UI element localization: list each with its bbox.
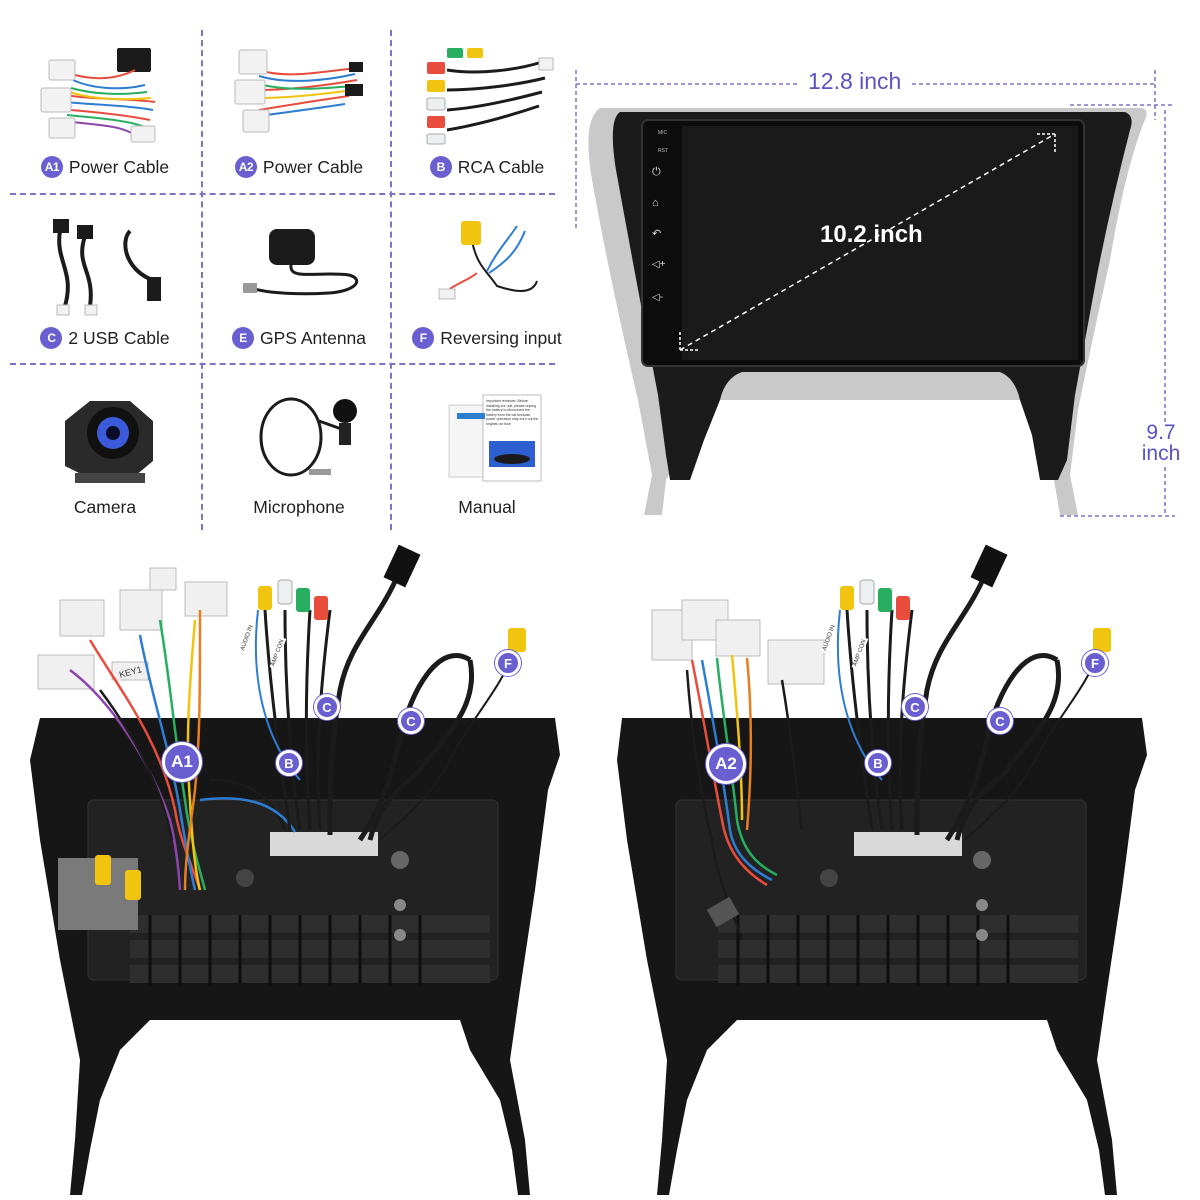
accessory-usb-cable: C 2 USB Cable — [10, 203, 200, 373]
accessory-grid: A1 Power Cable A2 Power Cable — [0, 0, 570, 535]
badge-icon: B — [429, 156, 452, 178]
accessory-label: Camera — [73, 497, 137, 517]
badge-icon: A1 — [40, 156, 63, 178]
marker-a2: A2 — [706, 744, 746, 784]
badge-icon: A2 — [234, 156, 257, 178]
badge-icon: E — [231, 327, 254, 349]
microphone-image — [259, 397, 357, 477]
dimension-diagram: MIC RST ⏻ ⌂ ↶ ◁+ ◁- 12.8 inch 10.2 inch … — [570, 60, 1200, 535]
accessory-power-cable-a1: A1 Power Cable — [10, 32, 200, 202]
width-dimension: 12.8 inch — [800, 68, 910, 95]
marker-c: C — [314, 694, 340, 720]
wiring-diagram-right: AUDIO IN AMP CON A2 B C C F — [592, 540, 1182, 1200]
badge-icon: F — [412, 327, 435, 349]
marker-a1: A1 — [162, 742, 202, 782]
accessory-label: B RCA Cable — [392, 156, 582, 178]
badge-icon: C — [40, 327, 63, 349]
accessory-camera: Camera — [10, 373, 200, 543]
accessory-rca-cable: B RCA Cable — [392, 32, 582, 202]
reversing-input-image — [438, 221, 538, 300]
camera-image — [65, 401, 153, 483]
accessory-label: F Reversing input — [392, 327, 582, 349]
rst-label: RST — [658, 148, 668, 154]
height-dimension: 9.7 inch — [1126, 422, 1196, 464]
power-cable-image — [234, 49, 363, 133]
grid-divider — [10, 363, 555, 365]
manual-note: Important reminder: Before installing ou… — [486, 399, 539, 426]
diagonal-dimension: 10.2 inch — [820, 221, 923, 248]
usb-cable-image — [53, 219, 161, 316]
gps-antenna-image — [243, 229, 359, 296]
accessory-power-cable-a2: A2 Power Cable — [204, 32, 394, 202]
accessory-label: A1 Power Cable — [10, 156, 200, 178]
accessory-label: Microphone — [253, 497, 345, 517]
manual-image — [448, 394, 542, 482]
rca-cable-image — [426, 48, 554, 145]
accessory-label: A2 Power Cable — [204, 156, 394, 178]
power-icon[interactable]: ⏻ — [652, 166, 661, 178]
grid-divider — [390, 30, 392, 530]
accessory-microphone: Microphone — [204, 373, 394, 543]
accessory-label: C 2 USB Cable — [10, 327, 200, 349]
volume-down-icon[interactable]: ◁- — [652, 292, 664, 303]
accessory-manual: Important reminder: Before installing ou… — [392, 373, 582, 543]
grid-divider — [10, 193, 555, 195]
accessory-label: Manual — [458, 497, 516, 517]
power-cable-image — [40, 48, 156, 143]
marker-c: C — [902, 694, 928, 720]
accessory-label: E GPS Antenna — [204, 327, 394, 349]
home-icon[interactable]: ⌂ — [652, 197, 659, 209]
marker-c: C — [987, 708, 1013, 734]
wiring-image — [30, 544, 560, 1195]
marker-f: F — [495, 650, 521, 676]
accessory-reversing-input: F Reversing input — [392, 203, 582, 373]
mic-label: MIC — [658, 130, 668, 136]
grid-divider — [201, 30, 203, 530]
marker-f: F — [1082, 650, 1108, 676]
accessory-gps-antenna: E GPS Antenna — [204, 203, 394, 373]
back-icon[interactable]: ↶ — [652, 228, 662, 240]
head-unit-frame — [575, 70, 1175, 517]
volume-up-icon[interactable]: ◁+ — [652, 259, 666, 270]
marker-b: B — [276, 750, 302, 776]
marker-b: B — [865, 750, 891, 776]
marker-c: C — [398, 708, 424, 734]
wiring-diagram-left: KEY1 AUDIO IN AMP CON A1 B C C F — [0, 540, 590, 1200]
wiring-image — [617, 544, 1147, 1195]
